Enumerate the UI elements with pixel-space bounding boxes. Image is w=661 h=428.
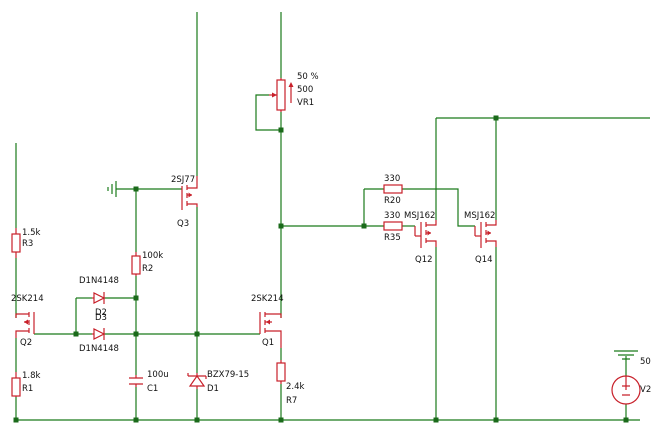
d3-part: D1N4148 xyxy=(79,344,119,354)
r2-ref: R2 xyxy=(142,264,153,274)
diode-d3[interactable]: D3 D1N4148 xyxy=(79,313,119,354)
capacitor-c1[interactable]: 100u C1 xyxy=(129,370,169,394)
junction-nodes xyxy=(13,115,629,423)
c1-ref: C1 xyxy=(147,384,158,394)
q1-part: 2SK214 xyxy=(251,294,284,304)
d3-ref: D3 xyxy=(95,313,107,323)
c1-value: 100u xyxy=(147,370,169,380)
q2-ref: Q2 xyxy=(20,338,32,348)
resistor-r20[interactable]: 330 R20 xyxy=(383,174,403,206)
r35-ref: R35 xyxy=(384,233,401,243)
r35-value: 330 xyxy=(384,211,400,221)
r3-value: 1.5k xyxy=(22,228,41,238)
r1-ref: R1 xyxy=(22,384,33,394)
zener-diode-d1[interactable]: BZX79-15 D1 xyxy=(187,370,249,394)
q14-part: MSJ162 xyxy=(464,211,495,221)
r7-ref: R7 xyxy=(286,396,297,406)
d2-ref: D2 xyxy=(95,308,107,318)
d2-part: D1N4148 xyxy=(79,276,119,286)
q3-part: 2SJ77 xyxy=(171,175,195,185)
r20-ref: R20 xyxy=(384,196,401,206)
d1-ref: D1 xyxy=(207,384,219,394)
resistor-r7[interactable]: 2.4k R7 xyxy=(276,360,305,406)
r20-value: 330 xyxy=(384,174,400,184)
ground-icon xyxy=(107,181,117,197)
r2-value: 100k xyxy=(142,251,163,261)
q3-ref: Q3 xyxy=(177,219,189,229)
resistor-r1[interactable]: 1.8k R1 xyxy=(11,371,41,397)
transistor-q12[interactable]: MSJ162 Q12 xyxy=(404,211,437,265)
transistor-q3[interactable]: 2SJ77 Q3 xyxy=(171,175,198,229)
r7-value: 2.4k xyxy=(286,382,305,392)
vr1-ref: VR1 xyxy=(297,98,314,108)
q14-ref: Q14 xyxy=(475,255,493,265)
q12-ref: Q12 xyxy=(415,255,433,265)
v2-ref: V2 xyxy=(640,385,651,395)
r3-ref: R3 xyxy=(22,239,33,249)
r1-value: 1.8k xyxy=(22,371,41,381)
resistor-r35[interactable]: 330 R35 xyxy=(383,211,403,243)
potentiometer-vr1[interactable]: 50 % 500 VR1 xyxy=(269,72,319,112)
resistor-r2[interactable]: 100k R2 xyxy=(131,251,163,276)
transistor-q1[interactable]: 2SK214 Q1 xyxy=(251,294,284,348)
q1-ref: Q1 xyxy=(262,338,274,348)
transistor-q14[interactable]: MSJ162 Q14 xyxy=(464,211,497,265)
diode-d2[interactable]: D1N4148 D2 xyxy=(79,276,119,318)
wires xyxy=(15,12,650,421)
vr1-value: 500 xyxy=(297,85,313,95)
voltage-source-v2[interactable]: 50 V2 xyxy=(611,350,651,405)
q12-part: MSJ162 xyxy=(404,211,435,221)
q2-part: 2SK214 xyxy=(11,294,44,304)
vr1-setting: 50 % xyxy=(297,72,319,82)
resistor-r3[interactable]: 1.5k R3 xyxy=(11,228,41,258)
transistor-q2[interactable]: 2SK214 Q2 xyxy=(11,294,44,348)
d1-part: BZX79-15 xyxy=(207,370,249,380)
v2-value: 50 xyxy=(640,357,651,367)
